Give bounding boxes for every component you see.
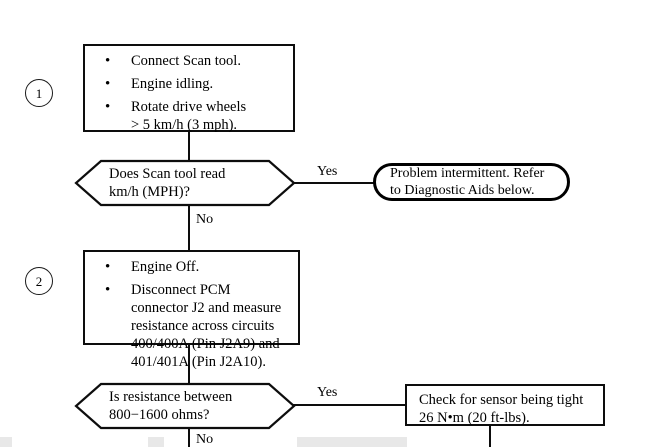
bullet-dot-icon: • bbox=[105, 53, 111, 69]
bullet-dot-icon: • bbox=[105, 259, 111, 275]
step1-bullet-2: • Engine idling. bbox=[95, 75, 285, 93]
decision2-line-1: Is resistance between bbox=[109, 389, 233, 405]
step2-bullet-2: • Disconnect PCM connector J2 and measur… bbox=[95, 281, 290, 371]
action-box-line-2: 26 N•m (20 ft-lbs). bbox=[419, 410, 530, 426]
step1-bullet-2-text: Engine idling. bbox=[131, 76, 214, 92]
step-marker-1-label: 1 bbox=[35, 85, 43, 101]
edge-label-decision1-yes: Yes bbox=[317, 164, 338, 179]
terminator1-line-2: to Diagnostic Aids below. bbox=[390, 183, 535, 198]
connector-step2-to-decision2 bbox=[188, 345, 191, 385]
edge-label-decision2-no: No bbox=[196, 432, 214, 447]
edge-label-decision1-no: No bbox=[196, 212, 214, 227]
decision2-label: Is resistance between 800−1600 ohms? bbox=[109, 388, 232, 424]
connector-step1-to-decision1 bbox=[188, 132, 191, 162]
step1-bullet-3-text: Rotate drive wheels > 5 km/h (3 mph). bbox=[131, 99, 247, 133]
decision2-line-2: 800−1600 ohms? bbox=[109, 407, 210, 423]
decision1-line-2: km/h (MPH)? bbox=[109, 184, 190, 200]
step-marker-1: 1 bbox=[25, 79, 53, 107]
terminator1-line-1: Problem intermittent. Refer bbox=[390, 166, 545, 181]
connector-decision2-no bbox=[188, 428, 191, 447]
bullet-dot-icon: • bbox=[105, 99, 111, 115]
terminator-problem-intermittent: Problem intermittent. Refer to Diagnosti… bbox=[373, 163, 570, 201]
scan-artifact bbox=[0, 437, 12, 447]
connector-decision1-yes bbox=[293, 182, 376, 185]
bullet-dot-icon: • bbox=[105, 282, 111, 298]
connector-decision2-yes bbox=[293, 404, 405, 407]
bullet-dot-icon: • bbox=[105, 76, 111, 92]
step-marker-2: 2 bbox=[25, 267, 53, 295]
decision1-line-1: Does Scan tool read bbox=[109, 166, 226, 182]
connector-action-box-down bbox=[489, 426, 492, 447]
check-sensor-tight-box: Check for sensor being tight 26 N•m (20 … bbox=[405, 384, 605, 426]
step2-bullet-1-text: Engine Off. bbox=[131, 259, 200, 275]
step-marker-2-label: 2 bbox=[35, 273, 43, 289]
edge-label-decision2-yes: Yes bbox=[317, 385, 338, 400]
step1-bullet-1: • Connect Scan tool. bbox=[95, 52, 285, 70]
connector-decision1-no bbox=[188, 205, 191, 250]
decision2-hexagon: Is resistance between 800−1600 ohms? bbox=[74, 382, 296, 430]
decision1-hexagon: Does Scan tool read km/h (MPH)? bbox=[74, 159, 296, 207]
step1-process-box: • Connect Scan tool. • Engine idling. • … bbox=[83, 44, 295, 134]
step2-bullet-1: • Engine Off. bbox=[95, 258, 290, 276]
action-box-line-1: Check for sensor being tight bbox=[419, 392, 584, 408]
step2-process-box: • Engine Off. • Disconnect PCM connector… bbox=[83, 250, 300, 370]
scan-artifact bbox=[297, 437, 407, 447]
scan-artifact bbox=[148, 437, 164, 447]
step1-bullet-3: • Rotate drive wheels > 5 km/h (3 mph). bbox=[95, 98, 285, 134]
step1-bullet-1-text: Connect Scan tool. bbox=[131, 53, 241, 69]
step2-bullet-2-text: Disconnect PCM connector J2 and measure … bbox=[131, 282, 282, 370]
decision1-label: Does Scan tool read km/h (MPH)? bbox=[109, 165, 225, 201]
